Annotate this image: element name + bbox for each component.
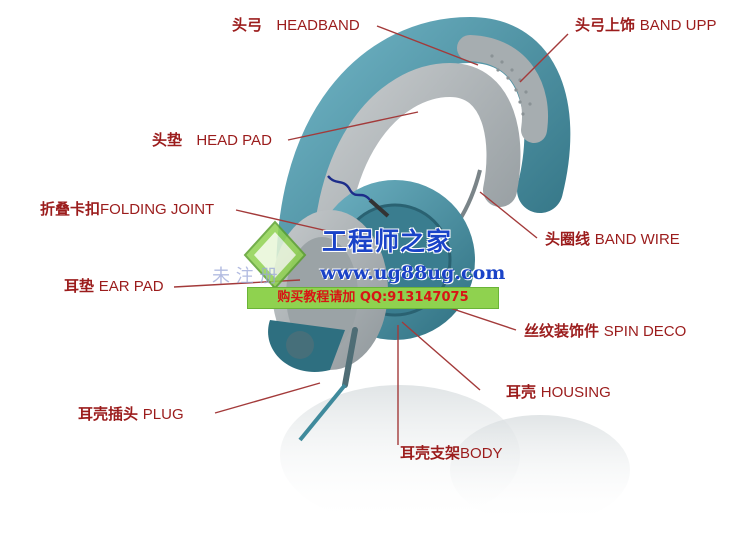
label-band-upper-cn: 头弓上饰 [575, 16, 636, 34]
label-plug-cn: 耳壳插头 [78, 405, 139, 423]
label-band-upper-en: BAND UPP [639, 17, 717, 34]
label-headband: 头弓 HEADBAND [232, 16, 360, 35]
watermark-url: www.ug88ug.com [320, 262, 506, 284]
label-head-pad-en: HEAD PAD [196, 132, 272, 149]
label-body: 耳壳支架BODY [400, 444, 503, 463]
band-upper-deco [457, 35, 548, 143]
label-ear-pad-en: EAR PAD [98, 278, 164, 295]
label-spin-deco-en: SPIN DECO [603, 323, 687, 340]
pen-scribble-icon [327, 175, 390, 218]
label-ear-pad-cn: 耳垫 [64, 277, 95, 295]
label-plug-en: PLUG [142, 406, 184, 423]
label-head-pad: 头垫 HEAD PAD [152, 131, 272, 150]
label-body-en: BODY [460, 445, 503, 462]
watermark-banner: 购买教程请加 QQ:913147075 [247, 287, 499, 309]
label-spin-deco-cn: 丝纹装饰件 [524, 322, 600, 340]
head-pad [312, 62, 521, 317]
label-headband-en: HEADBAND [276, 17, 360, 34]
label-band-wire-cn: 头圈线 [545, 230, 591, 248]
floor-reflection [280, 385, 630, 525]
label-folding-joint-en: FOLDING JOINT [100, 201, 215, 218]
cable [342, 327, 358, 388]
label-ear-pad: 耳垫 EAR PAD [64, 277, 164, 296]
label-head-pad-cn: 头垫 [152, 131, 183, 149]
label-folding-joint-cn: 折叠卡扣 [40, 200, 101, 218]
label-housing-en: HOUSING [540, 384, 611, 401]
label-headband-cn: 头弓 [232, 16, 263, 34]
label-housing: 耳壳 HOUSING [506, 383, 611, 402]
label-band-wire-en: BAND WIRE [594, 231, 680, 248]
label-band-wire: 头圈线 BAND WIRE [545, 230, 680, 249]
label-plug: 耳壳插头 PLUG [78, 405, 184, 424]
watermark-title: 工程师之家 [322, 227, 453, 256]
label-body-cn: 耳壳支架 [400, 444, 461, 462]
label-spin-deco: 丝纹装饰件 SPIN DECO [524, 322, 686, 341]
label-folding-joint: 折叠卡扣FOLDING JOINT [40, 200, 214, 219]
watermark-banner-text: 购买教程请加 QQ:913147075 [277, 290, 469, 305]
label-band-upper: 头弓上饰 BAND UPP [575, 16, 716, 35]
watermark-handwriting: 未 注 册 [212, 266, 278, 287]
label-housing-cn: 耳壳 [506, 383, 537, 401]
watermark-logo-icon [243, 220, 307, 290]
